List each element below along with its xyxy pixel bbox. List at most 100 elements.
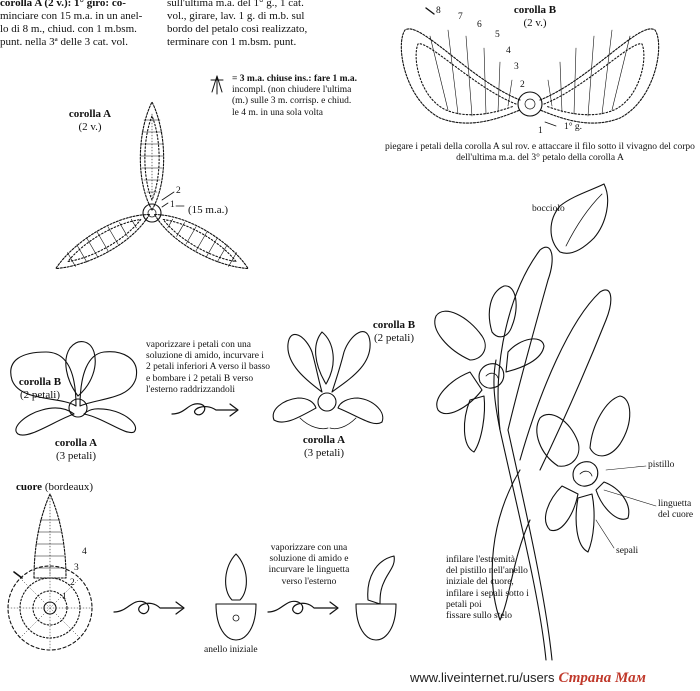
corolla-b-num-4: 4 <box>506 46 511 56</box>
intro-line: lo di 8 m., chiud. con 1 m.bsm. <box>0 22 137 35</box>
intro-line: corolla A (2 v.): 1° giro: co- <box>0 0 126 9</box>
corolla-b-num-7: 7 <box>458 12 463 22</box>
corolla-a-title-text: corolla A <box>68 108 112 120</box>
orchid-stem <box>493 359 547 661</box>
assembled-label-a-text: corolla A <box>302 434 346 446</box>
corolla-a-num-2: 2 <box>176 186 181 196</box>
cuore-title: cuore (bordeaux) <box>16 481 93 494</box>
orchid-leaf <box>519 289 612 471</box>
corolla-b-num-8: 8 <box>436 6 441 16</box>
corolla-b-caption: piegare i petali della corolla A sul rov… <box>384 142 696 164</box>
legend-symbol-icon <box>210 75 224 95</box>
assembly-instr-line: soluzione di amido, incurvare i <box>146 351 264 362</box>
intro-line: bordo del petalo così realizzato, <box>167 22 308 35</box>
cuore-instr-line: incurvare le linguetta <box>268 565 350 576</box>
intro-text-col2: sull'ultima m.a. del 1° g., 1 cat. vol.,… <box>167 0 307 49</box>
intro-line: minciare con 15 m.a. in un anel- <box>0 9 143 22</box>
cuore-instructions: vaporizzare con una soluzione di amido e… <box>264 543 354 588</box>
arrow-right-icon <box>267 600 339 615</box>
corolla-b-chart <box>400 7 660 127</box>
legend-line: le 4 m. in una sola volta <box>232 107 324 118</box>
corolla-a-petal-left <box>55 213 150 270</box>
flat-flower-diagram <box>10 341 138 436</box>
orchid-leaf <box>497 246 553 431</box>
assembly-instr-line: 2 petali inferiori A verso il basso <box>146 362 271 373</box>
assembly-label-b-count: (2 petali) <box>19 388 60 401</box>
assembled-label-b: corolla B (2 petali) <box>362 319 426 345</box>
corolla-b-title-text: corolla B <box>513 4 557 16</box>
legend-text: = 3 m.a. chiuse ins.: fare 1 m.a. incomp… <box>232 74 357 119</box>
corolla-b-turns: (2 v.) <box>523 16 547 29</box>
legend-line: (m.) sulle 3 m. corrisp. e chiud. <box>232 96 352 107</box>
shaped-petal-b-right <box>331 331 371 393</box>
cuore-num-1: 1 <box>62 592 67 602</box>
intro-text-col1: corolla A (2 v.): 1° giro: co- minciare … <box>0 0 142 49</box>
legend-line: incompl. (non chiudere l'ultima <box>232 85 352 96</box>
final-instructions: infilare l'estremità del pistillo nell'a… <box>446 555 529 622</box>
assembly-instr-line: vaporizzare i petali con una <box>146 340 251 350</box>
flat-petal-b-left <box>10 351 77 407</box>
shaped-petal-a-left <box>272 397 317 423</box>
corolla-a-num-1: 1 <box>170 200 175 210</box>
label-linguetta: linguetta del cuore <box>658 499 693 521</box>
cuore-piece-curved <box>355 555 397 641</box>
shaped-petal-a-right <box>337 397 384 425</box>
arrow-right-icon <box>113 600 185 615</box>
corolla-b-num-5: 5 <box>495 30 500 40</box>
shaped-petal-b-left <box>287 333 323 393</box>
label-linguetta-line: del cuore <box>658 510 694 521</box>
cuore-tongue <box>33 493 67 579</box>
corolla-b-num-6: 6 <box>477 20 482 30</box>
orchid-illustration <box>434 183 657 661</box>
final-instr-line: infilare i sepali sotto i <box>446 588 529 599</box>
corolla-a-note: (15 m.a.) <box>188 204 229 216</box>
final-instr-line: infilare l'estremità <box>446 555 515 565</box>
assembly-label-a: corolla A (3 petali) <box>44 437 108 463</box>
intro-line: punt. nella 3ª delle 3 cat. vol. <box>0 35 128 48</box>
corolla-a-turns: (2 v.) <box>78 120 102 133</box>
corolla-a-title: corolla A (2 v.) <box>60 108 120 134</box>
final-instr-line: iniziale del cuore, <box>446 577 514 588</box>
cuore-num-4: 4 <box>82 547 87 557</box>
cuore-instr-line: verso l'esterno <box>281 576 337 587</box>
watermark-brand: Страна Мам <box>558 670 646 686</box>
intro-line: terminare con 1 m.bsm. punt. <box>167 35 297 48</box>
orchid-leaf <box>491 469 531 621</box>
corolla-b-num-1: 1 <box>538 126 543 136</box>
assembly-label-b: corolla B (2 petali) <box>10 376 70 402</box>
corolla-b-wing-left <box>400 28 521 124</box>
corolla-b-num-2: 2 <box>520 80 525 90</box>
cuore-piece-initial <box>215 553 257 641</box>
cuore-title-text: cuore <box>16 481 43 493</box>
assembly-instructions: vaporizzare i petali con una soluzione d… <box>146 340 270 396</box>
cuore-num-2: 2 <box>70 578 75 588</box>
legend-line: = 3 m.a. chiuse ins.: fare 1 m.a. <box>232 74 358 84</box>
assembly-label-a-count: (3 petali) <box>55 449 96 462</box>
cuore-instr-line: soluzione di amido e <box>269 554 349 565</box>
cuore-color: (bordeaux) <box>44 481 94 493</box>
intro-line: sull'ultima m.a. del 1° g., 1 cat. <box>167 0 304 9</box>
intro-line: vol., girare, lav. 1 g. di m.b. sul <box>167 9 305 22</box>
assembly-instr-line: l'esterno raddrizzandoli <box>146 384 236 395</box>
corolla-b-caption-line: dell'ultima m.a. del 3° petalo della cor… <box>456 153 624 164</box>
anello-label: anello iniziale <box>204 645 258 655</box>
corolla-b-first-turn: 1° g. <box>564 122 583 132</box>
label-sepali: sepali <box>616 546 639 556</box>
shaped-petal-a-top <box>315 331 334 385</box>
watermark-site: www.liveinternet.ru/users <box>410 670 555 685</box>
final-instr-line: fissare sullo stelo <box>446 611 512 622</box>
label-pistillo: pistillo <box>648 460 675 470</box>
assembled-label-b-text: corolla B <box>372 319 416 331</box>
cuore-chart <box>7 493 93 651</box>
assembled-label-b-count: (2 petali) <box>373 331 414 344</box>
cuore-num-3: 3 <box>74 563 79 573</box>
orchid-bud <box>550 183 609 254</box>
label-linguetta-line: linguetta <box>658 499 692 509</box>
corolla-a-petal-right <box>154 213 249 270</box>
watermark: www.liveinternet.ru/users Страна Мам <box>410 669 646 688</box>
corolla-a-petal-top <box>139 101 165 211</box>
flat-petal-a-top <box>65 341 96 397</box>
assembly-label-a-text: corolla A <box>54 437 98 449</box>
corolla-a-chart <box>55 101 249 270</box>
